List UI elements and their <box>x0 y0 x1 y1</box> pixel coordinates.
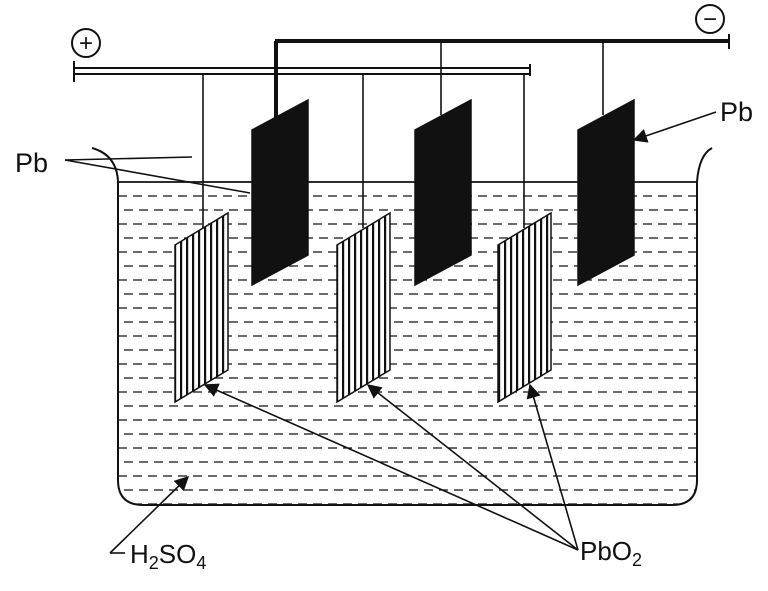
pbo2-sub: 2 <box>632 550 642 570</box>
pointer-lines <box>64 111 717 554</box>
pb-plates <box>251 98 635 287</box>
negative-bus <box>274 34 730 120</box>
pb-label-left: Pb <box>15 148 48 178</box>
pbo2-plate-2 <box>336 211 391 404</box>
h2so4-sub2: 4 <box>196 553 206 573</box>
negative-terminal: − <box>695 4 725 34</box>
h2so4-h: H <box>130 539 149 569</box>
negative-wires <box>440 41 604 115</box>
positive-symbol: + <box>79 30 93 57</box>
pb-label-right: Pb <box>720 97 753 127</box>
pbo2-label: PbO2 <box>580 536 642 570</box>
positive-terminal: + <box>71 28 101 58</box>
positive-wires <box>202 74 525 228</box>
h2so4-sub1: 2 <box>149 553 159 573</box>
pbo2-main: PbO <box>580 536 632 566</box>
pbo2-plates <box>174 211 552 404</box>
negative-symbol: − <box>703 6 717 33</box>
pb-plate-2 <box>414 98 472 287</box>
h2so4-label: H2SO4 <box>130 539 206 573</box>
pb-plate-1 <box>251 98 309 287</box>
pbo2-plate-1 <box>174 211 229 404</box>
pb-plate-3 <box>577 98 635 287</box>
h2so4-so: SO <box>159 539 197 569</box>
pbo2-plate-3 <box>497 211 552 404</box>
positive-bus <box>73 61 531 82</box>
